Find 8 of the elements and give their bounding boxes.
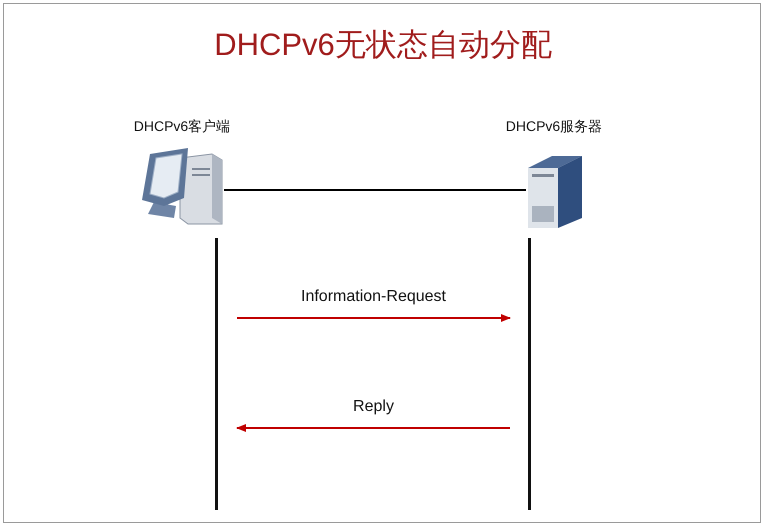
edge-label: Information-Request <box>299 288 448 306</box>
message-arrow <box>237 314 511 322</box>
message-arrow <box>236 424 510 432</box>
title: DHCPv6无状态自动分配 <box>213 26 553 64</box>
connection-line <box>224 189 526 191</box>
edge-label: Reply <box>351 398 396 416</box>
node-label: DHCPv6客户端 <box>132 118 232 136</box>
node-label: DHCPv6服务器 <box>504 118 604 136</box>
